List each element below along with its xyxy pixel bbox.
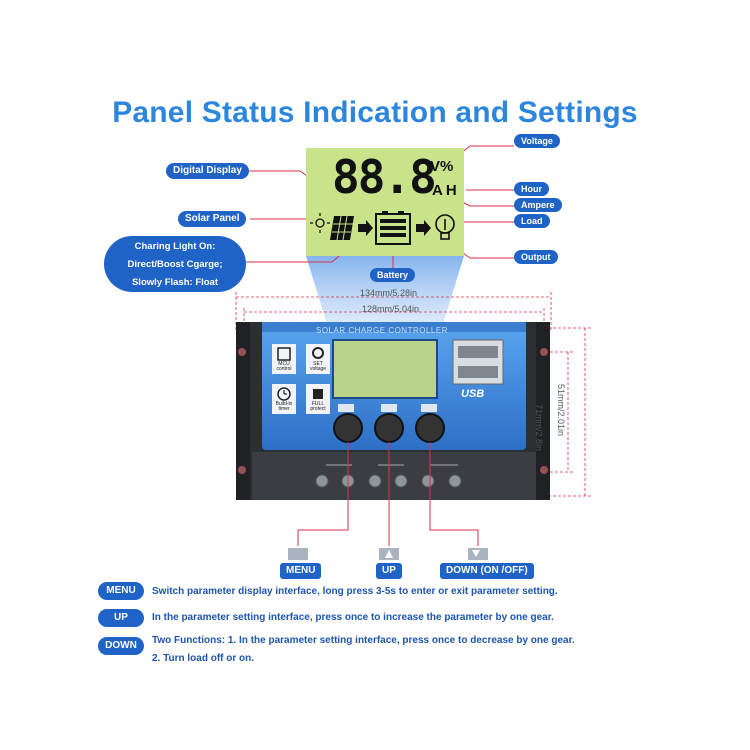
page-title: Panel Status Indication and Settings bbox=[112, 96, 638, 129]
light-beam bbox=[306, 256, 464, 340]
callout-battery: Battery bbox=[370, 268, 416, 282]
lcd-unit-bottom: AH bbox=[432, 182, 460, 199]
battery-icon bbox=[375, 211, 411, 245]
desc-tag-up: UP bbox=[98, 609, 144, 627]
bulb-icon bbox=[435, 214, 455, 240]
charging-line-3: Slowly Flash: Float bbox=[131, 277, 219, 288]
arrow-right-icon bbox=[358, 220, 373, 236]
desc-text-menu: Switch parameter display interface, long… bbox=[152, 586, 558, 597]
dim-outer-height: 71mm/2.8in bbox=[534, 404, 544, 452]
callout-solar-panel: Solar Panel bbox=[178, 211, 247, 227]
callout-output: Output bbox=[514, 250, 558, 264]
lcd-icons bbox=[310, 211, 455, 245]
dim-outer-width: 134mm/5.28in bbox=[360, 288, 418, 298]
sun-icon bbox=[310, 213, 330, 233]
callout-load: Load bbox=[514, 214, 550, 228]
device-buttons bbox=[333, 404, 445, 443]
callout-ampere: Ampere bbox=[514, 198, 562, 212]
solar-panel-icon bbox=[330, 215, 354, 241]
arrow-right-icon-2 bbox=[416, 220, 431, 236]
desc-tag-down: DOWN bbox=[98, 637, 144, 655]
menu-button-label: MENU bbox=[280, 563, 322, 579]
dim-inner-height: 51mm/2.01in bbox=[556, 384, 566, 437]
device-header: SOLAR CHARGE CONTROLLER bbox=[316, 326, 448, 335]
lcd-unit-top: V% bbox=[430, 158, 454, 175]
desc-text-up: In the parameter setting interface, pres… bbox=[152, 612, 554, 623]
icon-label-set: SET voltage bbox=[309, 361, 327, 372]
icon-label-timer: Build-in timer bbox=[275, 401, 293, 412]
callout-charging-light: Charing Light On: Direct/Boost Cgarge; S… bbox=[104, 236, 246, 292]
dim-inner-width: 128mm/5.04in bbox=[362, 304, 420, 314]
callout-hour: Hour bbox=[514, 182, 549, 196]
lcd-display: 88.8 V% AH bbox=[306, 148, 464, 256]
up-button-label: UP bbox=[376, 563, 402, 579]
desc-text-down-2: 2. Turn load off or on. bbox=[152, 653, 255, 664]
menu-small-icon bbox=[288, 548, 308, 560]
down-small-icon bbox=[468, 548, 488, 560]
lcd-digits: 88.8 bbox=[332, 150, 437, 204]
icon-label-full: FULL protect bbox=[310, 401, 326, 412]
callout-digital-display: Digital Display bbox=[166, 163, 249, 179]
device-icon-tiles bbox=[272, 344, 330, 414]
desc-tag-menu: MENU bbox=[98, 582, 144, 600]
charging-line-1: Charing Light On: bbox=[134, 241, 216, 252]
charging-line-2: Direct/Boost Cgarge; bbox=[127, 259, 223, 270]
usb-label: USB bbox=[461, 388, 485, 400]
down-button-label: DOWN (ON /OFF) bbox=[440, 563, 534, 579]
icon-label-mcu: MCU control bbox=[276, 361, 292, 372]
callout-voltage: Voltage bbox=[514, 134, 560, 148]
desc-text-down: Two Functions: 1. In the parameter setti… bbox=[152, 635, 575, 646]
